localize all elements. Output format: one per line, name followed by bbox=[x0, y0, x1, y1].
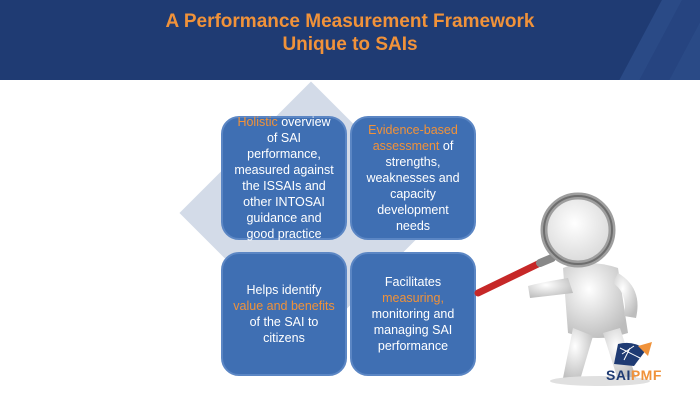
title-line-1: A Performance Measurement Framework bbox=[165, 11, 535, 32]
quadrant-pre: Facilitates bbox=[384, 275, 442, 289]
quadrant-text: of the SAI to citizens bbox=[249, 315, 319, 345]
quadrant-highlight: value and benefits bbox=[233, 299, 335, 313]
logo-text-sai: SAI bbox=[606, 367, 631, 383]
quadrant-pre: Helps identify bbox=[246, 283, 322, 297]
quadrant-holistic-overview: Holistic overview of SAI performance, me… bbox=[221, 115, 347, 241]
logo-text: SAIPMF bbox=[606, 367, 662, 383]
sai-pmf-logo-emblem bbox=[614, 342, 652, 366]
header-banner bbox=[0, 0, 700, 80]
slide-title: A Performance Measurement Framework Uniq… bbox=[0, 10, 700, 56]
figure-with-magnifier-illustration bbox=[474, 192, 650, 386]
title-line-2: Unique to SAIs bbox=[282, 34, 418, 55]
quadrant-highlight: Holistic bbox=[237, 115, 278, 129]
quadrant-measuring: Facilitates measuring, monitoring and ma… bbox=[350, 252, 476, 376]
quadrant-evidence-based: Evidence-based assessment of strengths, … bbox=[350, 116, 476, 240]
quadrant-text: overview of SAI performance, measured ag… bbox=[234, 115, 334, 241]
logo-text-pmf: PMF bbox=[630, 367, 662, 383]
quadrant-text: of strengths, weaknesses and capacity de… bbox=[366, 139, 460, 233]
quadrant-highlight: measuring, bbox=[382, 291, 444, 305]
quadrant-text: monitoring and managing SAI performance bbox=[371, 307, 455, 353]
quadrant-highlight: Evidence-based assessment bbox=[368, 123, 458, 153]
quadrant-value-benefits: Helps identify value and benefits of the… bbox=[221, 252, 347, 376]
